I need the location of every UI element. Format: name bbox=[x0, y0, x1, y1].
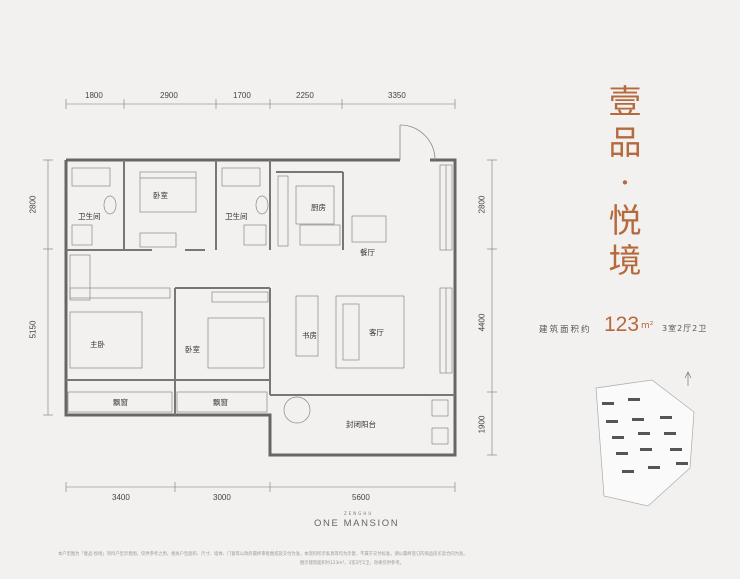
project-title-char-2: 品 bbox=[608, 123, 642, 162]
layout-summary: 3室2厅2卫 bbox=[662, 324, 708, 333]
brand-name: ONE MANSION bbox=[314, 518, 400, 529]
disclaimer-line-1: 本户型图为「壹品·悦境」项目户型示意图，仅供参考之用，相关户型面积、尺寸、墙体、… bbox=[58, 552, 468, 557]
room-dining: 餐厅 bbox=[360, 248, 375, 257]
room-kitchen: 厨房 bbox=[311, 203, 326, 212]
room-balcony: 封闭阳台 bbox=[346, 420, 376, 429]
bedroom-mid-bed bbox=[207, 317, 265, 369]
project-title-char-3: · bbox=[619, 163, 631, 202]
room-master: 主卧 bbox=[90, 340, 105, 349]
bottom-dimension-ticks bbox=[65, 482, 456, 492]
room-study: 书房 bbox=[302, 331, 317, 340]
room-bay-mid: 飘窗 bbox=[213, 398, 228, 407]
project-title-char-4: 悦 bbox=[608, 201, 642, 240]
room-bedroom-mid: 卧室 bbox=[185, 345, 200, 354]
dim-bottom-1: 3400 bbox=[112, 493, 130, 502]
bathroom-mid-sink bbox=[243, 224, 267, 246]
balcony-sink bbox=[431, 399, 449, 417]
bathroom-mid-toilet bbox=[255, 195, 269, 215]
bay-window-left bbox=[67, 391, 173, 413]
master-wardrobe bbox=[69, 254, 91, 301]
outer-walls bbox=[64, 158, 457, 457]
north-arrow-icon bbox=[684, 371, 692, 386]
area-value: 123 bbox=[604, 313, 640, 336]
balcony-washer bbox=[431, 427, 449, 445]
furniture bbox=[67, 167, 449, 445]
bedroom-top-bed bbox=[139, 171, 197, 213]
left-dimension-ticks bbox=[43, 159, 53, 416]
area-label: 建筑面积约 bbox=[539, 325, 592, 335]
kitchen-side-counter bbox=[277, 175, 289, 247]
bedroom-top-wardrobe bbox=[139, 232, 177, 248]
disclaimer-line-2: 图示建筑面积约123m²，3室2厅2卫，效果仅供参考。 bbox=[300, 561, 404, 566]
bay-window-mid bbox=[176, 391, 268, 413]
dim-bottom-2: 3000 bbox=[213, 493, 231, 502]
right-windows bbox=[439, 164, 453, 374]
interior-walls bbox=[66, 160, 455, 415]
dim-right-3: 1900 bbox=[477, 415, 487, 434]
kitchen-counter bbox=[299, 224, 341, 246]
dining-table bbox=[351, 215, 387, 243]
bathroom-mid-tub bbox=[221, 167, 261, 187]
site-plan-map bbox=[595, 379, 695, 507]
dim-right-2: 4400 bbox=[477, 313, 487, 332]
brand-small: ZENGHU bbox=[344, 511, 374, 516]
project-title-char-5: 境 bbox=[608, 241, 642, 280]
study-desk bbox=[295, 295, 319, 357]
master-closet bbox=[69, 287, 171, 299]
project-title-char-1: 壹 bbox=[608, 82, 642, 121]
living-sofa bbox=[342, 303, 360, 361]
bedroom-mid-wardrobe bbox=[211, 291, 269, 303]
entrance-door bbox=[399, 124, 436, 161]
balcony-chair bbox=[283, 396, 311, 424]
room-bay-left: 飘窗 bbox=[113, 398, 128, 407]
bathroom-left-toilet bbox=[103, 195, 117, 215]
dim-left-2: 5150 bbox=[28, 320, 38, 339]
room-bathroom-mid: 卫生间 bbox=[225, 212, 248, 221]
bathroom-left-sink bbox=[71, 224, 93, 246]
right-dimension-ticks bbox=[487, 159, 497, 456]
dim-top-2: 2900 bbox=[160, 91, 178, 100]
top-dimension-ticks bbox=[65, 99, 456, 109]
room-bathroom-left: 卫生间 bbox=[78, 212, 101, 221]
dim-top-1: 1800 bbox=[85, 91, 103, 100]
dim-top-5: 3350 bbox=[388, 91, 406, 100]
dim-right-1: 2800 bbox=[477, 195, 487, 214]
master-bed bbox=[69, 311, 143, 369]
bathroom-left-tub bbox=[71, 167, 111, 187]
living-sofa-area bbox=[335, 295, 405, 369]
room-living: 客厅 bbox=[369, 328, 384, 337]
dim-left-1: 2800 bbox=[28, 195, 38, 214]
area-unit: m² bbox=[641, 321, 654, 331]
dim-top-3: 1700 bbox=[233, 91, 251, 100]
room-bedroom-top: 卧室 bbox=[153, 191, 168, 200]
dim-top-4: 2250 bbox=[296, 91, 314, 100]
dim-bottom-3: 5600 bbox=[352, 493, 370, 502]
kitchen-island bbox=[295, 185, 335, 225]
